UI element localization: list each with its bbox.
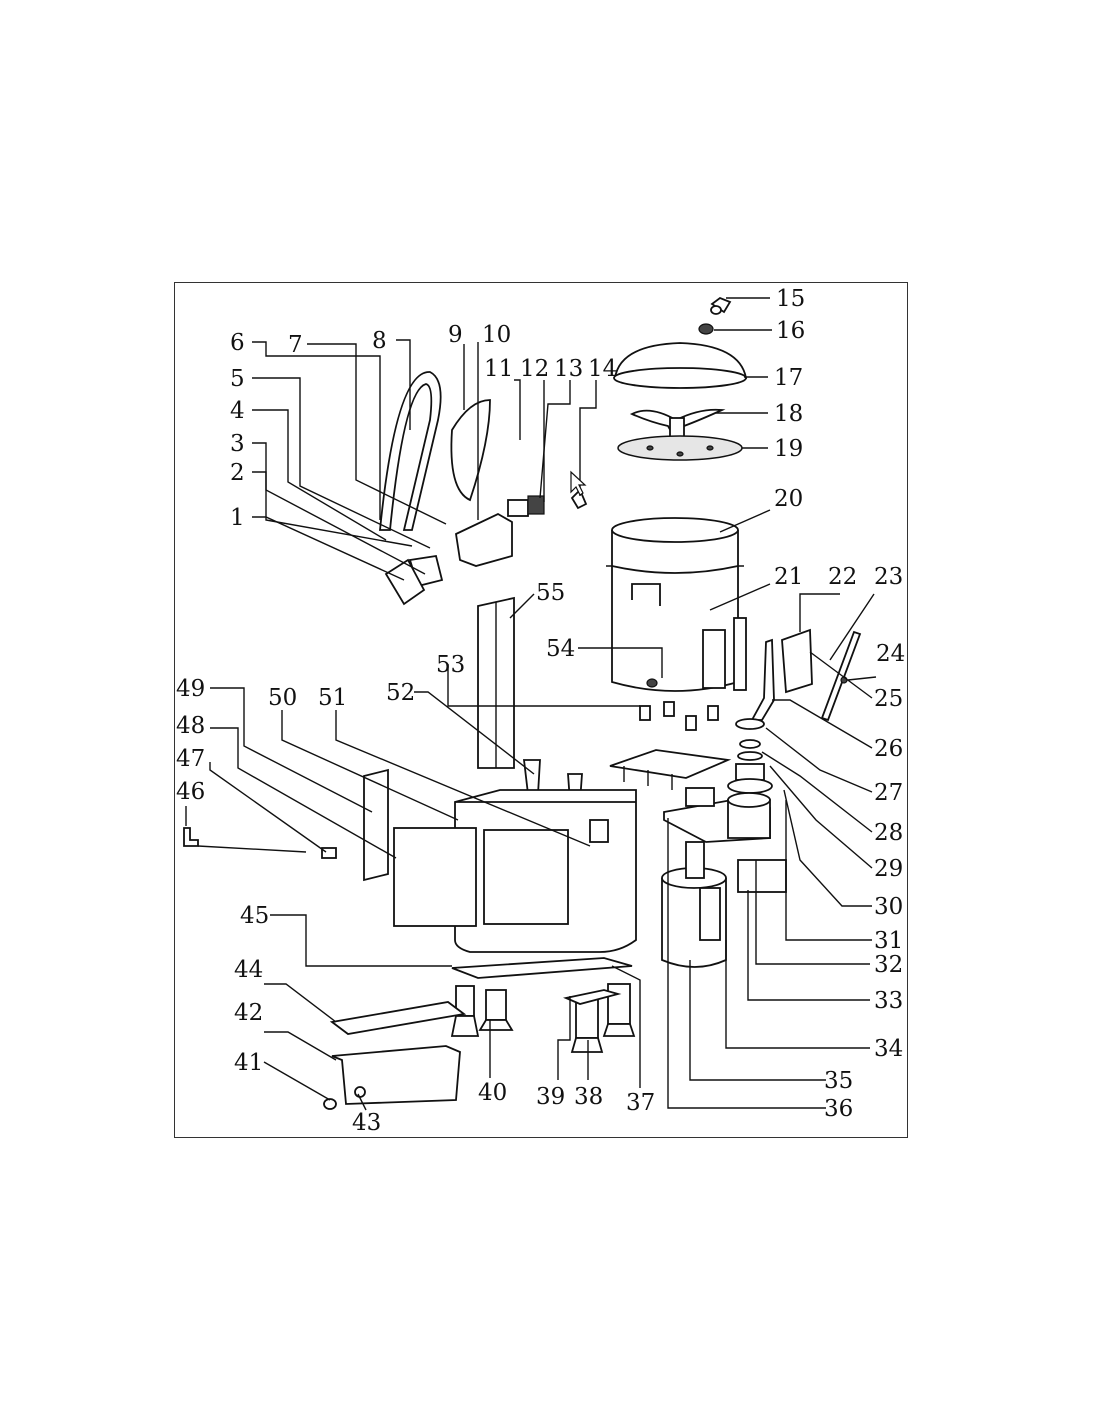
part-37-base-plate	[609, 749, 732, 790]
callout-27: 27	[874, 780, 903, 806]
part-53-feet	[639, 701, 719, 731]
part-drawings	[183, 296, 862, 1110]
callout-41: 41	[234, 1050, 263, 1076]
callout-54: 54	[546, 636, 575, 662]
callout-22: 22	[828, 564, 857, 590]
part-45-bottom-plate	[451, 957, 633, 979]
callout-43: 43	[352, 1110, 381, 1136]
part-35-motor	[661, 841, 727, 968]
callout-44: 44	[234, 957, 263, 983]
callout-14: 14	[588, 356, 617, 382]
callout-20: 20	[774, 486, 803, 512]
callout-37: 37	[626, 1090, 655, 1116]
part-30-33-pulley-bracket	[663, 787, 771, 843]
callout-33: 33	[874, 988, 903, 1014]
callout-11: 11	[484, 356, 513, 382]
callout-16: 16	[776, 318, 805, 344]
callout-25: 25	[874, 686, 903, 712]
part-39-bracket	[563, 989, 622, 1005]
part-10-terminal-box	[455, 512, 513, 567]
callout-1: 1	[230, 505, 245, 531]
part-46-47-rod	[183, 827, 337, 859]
callout-3: 3	[230, 431, 245, 457]
callout-38: 38	[574, 1084, 603, 1110]
callout-21: 21	[774, 564, 803, 590]
part-15-knob	[710, 296, 732, 315]
callout-47: 47	[176, 746, 205, 772]
callout-31: 31	[874, 928, 903, 954]
part-19-disc	[617, 435, 743, 461]
leader-lines	[185, 297, 877, 1111]
callout-53: 53	[436, 652, 465, 678]
part-26-arm	[750, 638, 775, 721]
part-27-31-spindle	[727, 718, 773, 794]
callout-28: 28	[874, 820, 903, 846]
callout-10: 10	[482, 322, 511, 348]
callout-29: 29	[874, 856, 903, 882]
callout-30: 30	[874, 894, 903, 920]
callout-26: 26	[874, 736, 903, 762]
callout-labels: 1 2 3 4 5 6 7 8 9 10 11 12 13 14 15 16 1…	[176, 286, 905, 1136]
part-43-fitting	[354, 1086, 366, 1098]
callout-6: 6	[230, 330, 245, 356]
part-55-column	[477, 596, 515, 769]
callout-2: 2	[230, 460, 245, 486]
part-34-gearbox	[737, 859, 787, 893]
part-14-clip	[570, 488, 588, 510]
callout-49: 49	[176, 676, 205, 702]
part-49-hinge-plate	[363, 768, 389, 882]
callout-40: 40	[478, 1080, 507, 1106]
callout-39: 39	[536, 1084, 565, 1110]
callout-50: 50	[268, 685, 297, 711]
callout-18: 18	[774, 401, 803, 427]
part-16-nut	[698, 323, 714, 335]
callout-12: 12	[520, 356, 549, 382]
callout-46: 46	[176, 779, 205, 805]
callout-34: 34	[874, 1036, 903, 1062]
callout-48: 48	[176, 713, 205, 739]
callout-17: 17	[774, 365, 803, 391]
diagram-frame	[174, 282, 908, 1138]
part-20-21-drum	[606, 517, 747, 692]
part-50-cabinet	[454, 789, 637, 953]
callout-24: 24	[876, 641, 905, 667]
callout-55: 55	[536, 580, 565, 606]
cursor-arrow-icon	[570, 470, 587, 496]
callout-35: 35	[824, 1068, 853, 1094]
callout-51: 51	[318, 685, 347, 711]
part-42-pan	[331, 1045, 461, 1105]
part-40-legs	[450, 985, 514, 1037]
part-12-connector	[507, 495, 545, 517]
part-17-lid	[613, 342, 748, 389]
callout-42: 42	[234, 1000, 263, 1026]
part-23-handle	[820, 630, 862, 722]
part-9-gasket	[450, 399, 491, 502]
callout-19: 19	[774, 436, 803, 462]
part-44-tray	[329, 1001, 467, 1035]
callout-52: 52	[386, 680, 415, 706]
callout-8: 8	[372, 328, 387, 354]
part-1-cover	[384, 558, 426, 606]
part-41-fitting	[323, 1098, 337, 1110]
part-48-door	[393, 827, 477, 927]
callout-23: 23	[874, 564, 903, 590]
callout-5: 5	[230, 366, 245, 392]
callout-9: 9	[448, 322, 463, 348]
callout-13: 13	[554, 356, 583, 382]
callout-45: 45	[240, 903, 269, 929]
callout-32: 32	[874, 952, 903, 978]
callout-36: 36	[824, 1096, 853, 1122]
callout-15: 15	[776, 286, 805, 312]
part-22-side-panel	[781, 628, 813, 694]
callout-4: 4	[230, 398, 245, 424]
callout-7: 7	[288, 332, 303, 358]
